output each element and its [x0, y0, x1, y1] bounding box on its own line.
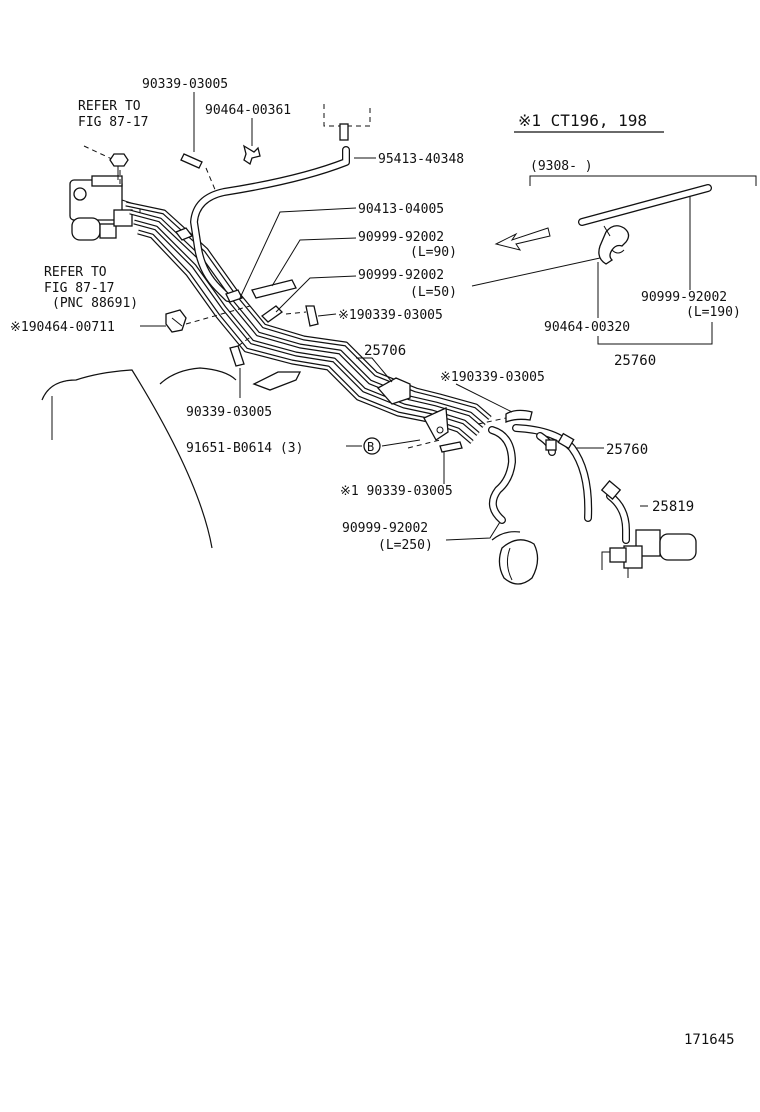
label-l90: (L=90) — [410, 245, 457, 260]
label-90339-03005-bottom: 90339-03005 — [186, 405, 272, 420]
label-x1-90339-03005-b: ※190339-03005 — [440, 370, 545, 385]
hose-90999-92002-l90 — [251, 279, 297, 299]
label-90464-00361: 90464-00361 — [205, 103, 291, 118]
pipe-bracket-a — [252, 371, 302, 391]
inset-arrow — [494, 227, 551, 251]
vsv-25819 — [600, 479, 697, 578]
label-95413-40348: 95413-40348 — [378, 152, 464, 167]
dash-cap-top — [205, 167, 217, 193]
hose-connector-clamps — [545, 432, 575, 451]
leader-lines — [140, 92, 648, 541]
part-labels: 90339-03005 REFER TO FIG 87-17 90464-003… — [10, 77, 694, 553]
label-x1-90339-03005-a: ※190339-03005 — [338, 308, 443, 323]
canister-lower — [491, 531, 539, 585]
hose-95413-40348 — [190, 146, 350, 302]
dash-90464-00711 — [185, 305, 251, 325]
pipe-clamp-top — [174, 227, 194, 241]
cap-x1-90339-03005-a — [305, 305, 319, 327]
connector-top-bracket — [323, 104, 371, 127]
bolt-part — [109, 153, 129, 180]
clip-90464-00361 — [242, 132, 261, 166]
label-25760-main: 25760 — [606, 442, 648, 458]
cap-x1-90339-03005-b — [505, 409, 533, 423]
label-25706: 25706 — [364, 343, 406, 359]
label-x1-90339-03005-c: ※1 90339-03005 — [340, 484, 453, 499]
label-91651-b0614: 91651-B0614 (3) — [186, 441, 303, 456]
leader-inset-to-hose — [471, 257, 601, 287]
label-l250: (L=250) — [378, 538, 433, 553]
label-x1-90464-00711: ※190464-00711 — [10, 320, 115, 335]
label-90413-04005: 90413-04005 — [358, 202, 444, 217]
label-90999-92002-l50: 90999-92002 — [358, 268, 444, 283]
clip-90413-04005 — [225, 289, 243, 303]
marker-b-text: B — [367, 440, 374, 454]
label-refer-fig-b-2: FIG 87-17 — [44, 281, 114, 296]
dash-x1-c — [407, 439, 441, 449]
figure-number: 171645 — [684, 1032, 735, 1048]
connector-top-stub — [339, 123, 349, 141]
label-90464-00320: 90464-00320 — [544, 320, 630, 335]
cap-90339-03005-top — [180, 153, 203, 169]
label-refer-fig-a-1: REFER TO — [78, 99, 141, 114]
dash-x1-b — [477, 417, 507, 425]
body-outline — [41, 367, 237, 549]
inset-25760-bracket — [597, 322, 713, 345]
dash-bolt-to-vsv — [83, 145, 115, 161]
label-90999-92002-l250: 90999-92002 — [342, 521, 428, 536]
clip-x1-90464-00711 — [165, 309, 187, 333]
hose-90999-92002-l50 — [260, 305, 284, 323]
label-90999-92002-l90: 90999-92002 — [358, 230, 444, 245]
inset-date-range: (9308- ) — [530, 159, 593, 174]
label-90339-03005-top: 90339-03005 — [142, 77, 228, 92]
label-90999-92002-l190: 90999-92002 — [641, 290, 727, 305]
inset-bracket — [529, 175, 757, 186]
cap-x1-90339-03005-c — [439, 441, 463, 453]
label-inset-25760: 25760 — [614, 353, 656, 369]
dash-cap-bottom — [237, 335, 253, 347]
vsv-assembly-left — [69, 175, 141, 241]
label-l50: (L=50) — [410, 285, 457, 300]
label-refer-fig-b-3: (PNC 88691) — [52, 296, 138, 311]
hose-90999-92002-l250 — [488, 426, 516, 524]
label-25819: 25819 — [652, 499, 694, 515]
inset-hose-l190 — [578, 184, 712, 226]
dash-x1-a — [285, 311, 307, 315]
inset-detail: ※1 CT196, 198 (9308- ) 90999-92002 (L=19… — [471, 111, 757, 369]
marker-b-circle: B — [363, 437, 381, 455]
pipe-bracket-25706 — [376, 377, 411, 405]
label-refer-fig-a-2: FIG 87-17 — [78, 115, 148, 130]
cap-90339-03005-bottom — [229, 345, 245, 367]
pipe-bracket-b — [423, 407, 449, 441]
label-refer-fig-b-1: REFER TO — [44, 265, 107, 280]
inset-clip-90464-00320 — [598, 225, 630, 265]
inset-heading: ※1 CT196, 198 — [518, 111, 647, 130]
label-l190: (L=190) — [686, 305, 741, 320]
